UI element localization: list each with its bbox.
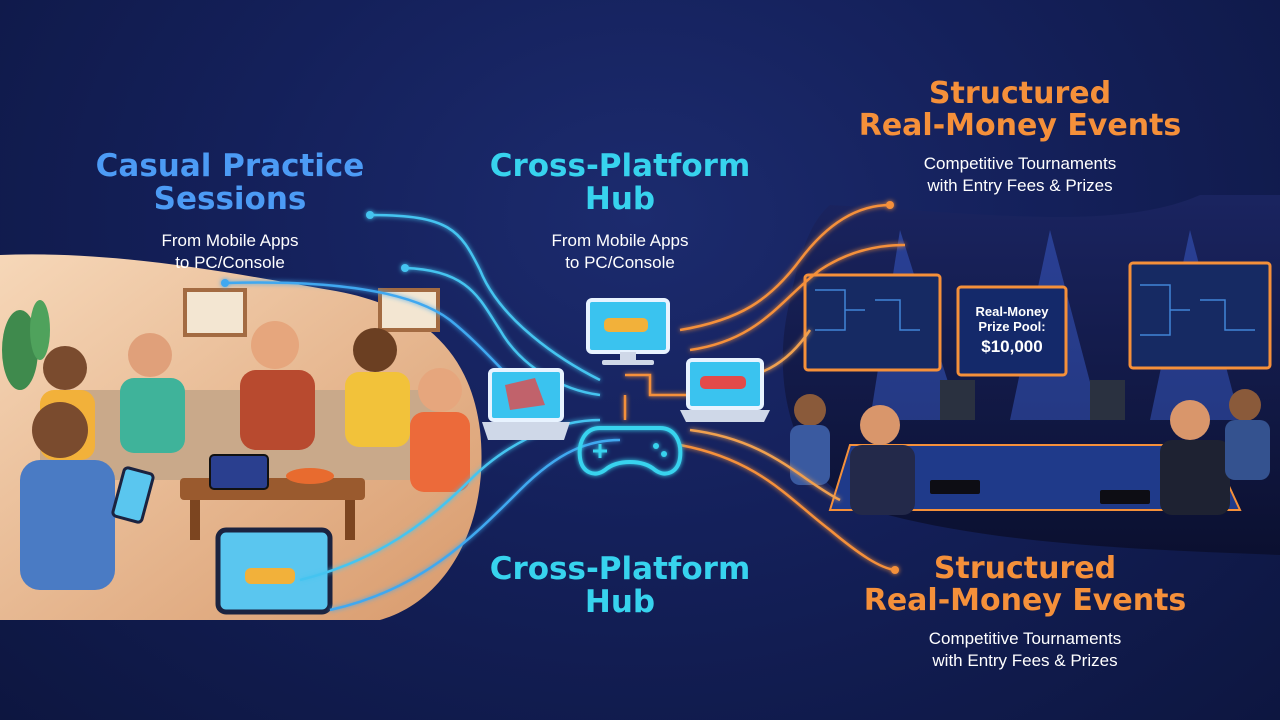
cross-platform-hub-title-top: Cross-Platform Hub: [470, 150, 770, 215]
tablet-icon: [209, 454, 269, 490]
keyboard-left: [930, 480, 980, 494]
laptop-icon: [482, 368, 570, 440]
hub-top-title-line2: Hub: [584, 180, 656, 217]
prize-pool-line1: Real-Money: [976, 304, 1050, 319]
wall-picture-right: [378, 288, 440, 332]
people-group: [20, 321, 470, 590]
hub-bottom-title-line2: Hub: [584, 583, 656, 620]
hub-bottom-title-line1: Cross-Platform: [489, 551, 751, 587]
real-money-events-title-top: Structured Real-Money Events: [840, 78, 1200, 141]
plant: [2, 300, 50, 390]
hub-top-title-line1: Cross-Platform: [489, 148, 751, 184]
events-bottom-title-line2: Real-Money Events: [863, 582, 1187, 618]
esports-arena-scene: Real-Money Prize Pool: $10,000: [782, 195, 1280, 555]
casual-sub-line1: From Mobile Apps: [161, 231, 299, 250]
real-money-events-subtitle-bottom: Competitive Tournaments with Entry Fees …: [885, 628, 1165, 672]
events-top-title-line2: Real-Money Events: [858, 107, 1182, 143]
monitor-icon: [586, 298, 670, 365]
coffee-table: [180, 478, 365, 500]
events-bottom-title-line1: Structured: [933, 551, 1117, 586]
keyboard-right: [1100, 490, 1150, 504]
casual-title-line1: Casual Practice: [95, 148, 365, 184]
real-money-events-title-bottom: Structured Real-Money Events: [845, 553, 1205, 616]
events-top-sub-line1: Competitive Tournaments: [923, 154, 1117, 173]
prize-pool-line2: Prize Pool:: [978, 319, 1045, 334]
hub-sub-line1: From Mobile Apps: [551, 231, 689, 250]
casual-practice-title: Casual Practice Sessions: [70, 150, 390, 215]
events-bottom-sub-line1: Competitive Tournaments: [928, 629, 1122, 648]
hub-sub-line2: to PC/Console: [565, 253, 675, 273]
cross-platform-hub-subtitle: From Mobile Apps to PC/Console: [490, 230, 750, 274]
living-room-scene: [0, 254, 482, 620]
events-top-sub-line2: with Entry Fees & Prizes: [927, 176, 1113, 196]
bracket-screen-right: [1128, 261, 1272, 370]
casual-practice-subtitle: From Mobile Apps to PC/Console: [100, 230, 360, 274]
players: [790, 389, 1270, 515]
events-bottom-sub-line2: with Entry Fees & Prizes: [932, 651, 1118, 671]
cross-platform-hub-title-bottom: Cross-Platform Hub: [470, 553, 770, 618]
gamepad-icon: [577, 426, 683, 476]
events-top-title-line1: Structured: [928, 76, 1112, 111]
casual-title-line2: Sessions: [153, 180, 307, 217]
laptop-icon: [680, 358, 770, 422]
bracket-screen-left: [803, 273, 942, 372]
hub-devices: [482, 298, 770, 476]
casual-sub-line2: to PC/Console: [175, 253, 285, 273]
prize-pool-screen: [956, 285, 1068, 377]
prize-pool-amount: $10,000: [981, 337, 1042, 356]
wall-picture-left: [183, 288, 247, 337]
real-money-events-subtitle-top: Competitive Tournaments with Entry Fees …: [880, 153, 1160, 197]
